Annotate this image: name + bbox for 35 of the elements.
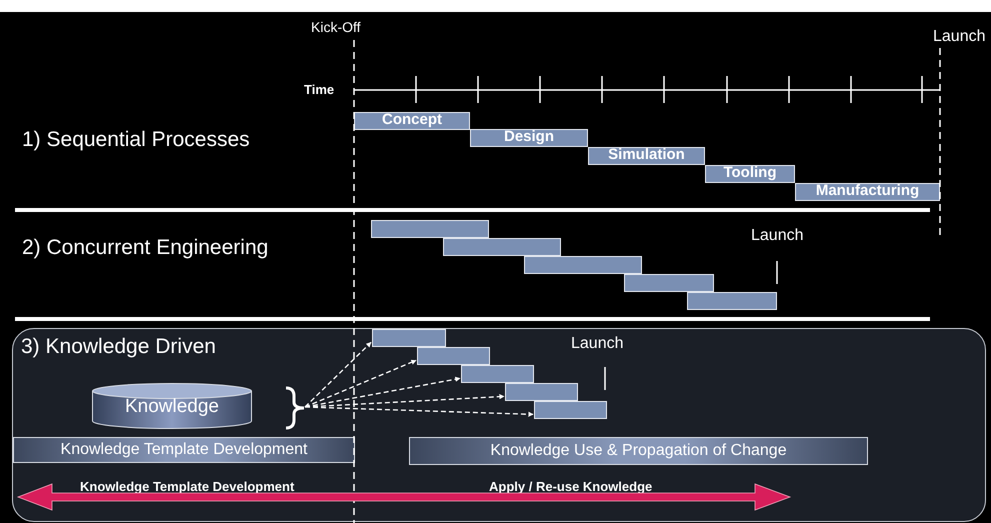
milestone-label: Launch [571,335,624,353]
arrow-label: Knowledge Template Development [80,479,294,494]
gantt-bar [372,329,446,347]
phase-bar: Design [470,129,588,147]
section-panel [12,328,986,522]
phase-bar: Simulation [588,147,705,165]
arrow-label: Apply / Re-use Knowledge [489,479,652,494]
section-heading: 2) Concurrent Engineering [22,236,268,260]
curly-brace [284,386,306,430]
phase-band: Knowledge Template Development [13,437,355,463]
gantt-bar [524,256,642,274]
node-label: Knowledge [124,396,220,418]
milestone-label: Launch [933,28,986,46]
axis-label: Time [304,82,334,97]
section-heading: 3) Knowledge Driven [21,335,216,359]
gantt-bar [417,347,490,365]
arrow [304,342,372,408]
arrow [304,376,460,408]
milestone-label: Launch [751,227,804,245]
phase-bar: Concept [354,112,470,130]
gantt-bar [461,365,534,383]
gantt-bar [687,292,777,310]
gantt-bar [371,220,489,238]
phase-band: Knowledge Use & Propagation of Change [409,437,868,465]
arrow [304,406,534,417]
phase-bar: Manufacturing [795,183,940,201]
gantt-bar [534,401,607,419]
milestone-label: Kick-Off [311,19,361,35]
arrow [304,394,505,408]
arrow [304,360,416,408]
gantt-bar [505,383,578,401]
phase-bar: Tooling [705,165,795,183]
gantt-bar [624,274,714,292]
section-heading: 1) Sequential Processes [22,128,250,152]
gantt-bar [443,238,561,256]
